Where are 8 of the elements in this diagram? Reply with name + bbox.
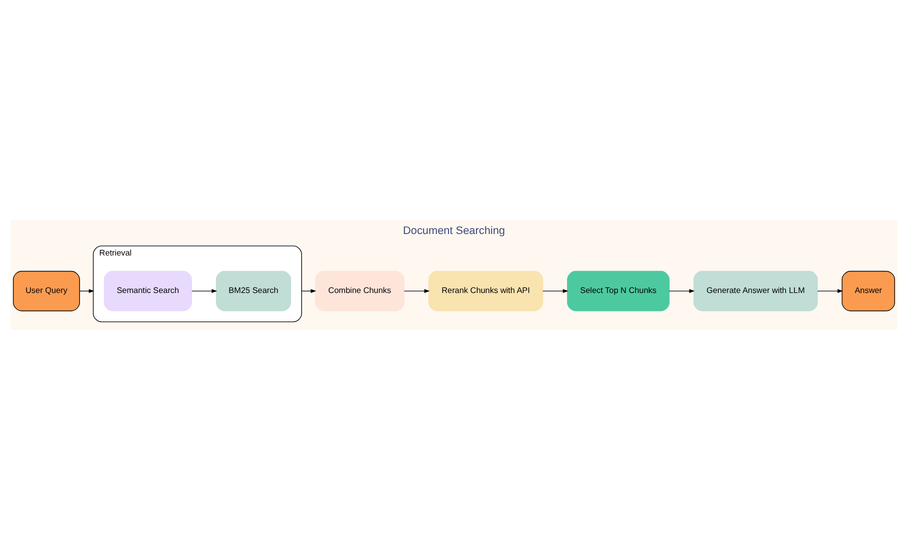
arrow xyxy=(192,289,218,293)
arrow xyxy=(817,289,843,293)
arrow xyxy=(301,289,316,293)
arrow xyxy=(79,289,94,293)
arrow xyxy=(668,289,695,293)
diagram-title: Document Searching xyxy=(403,225,505,238)
arrow xyxy=(404,289,430,293)
arrow xyxy=(542,289,568,293)
